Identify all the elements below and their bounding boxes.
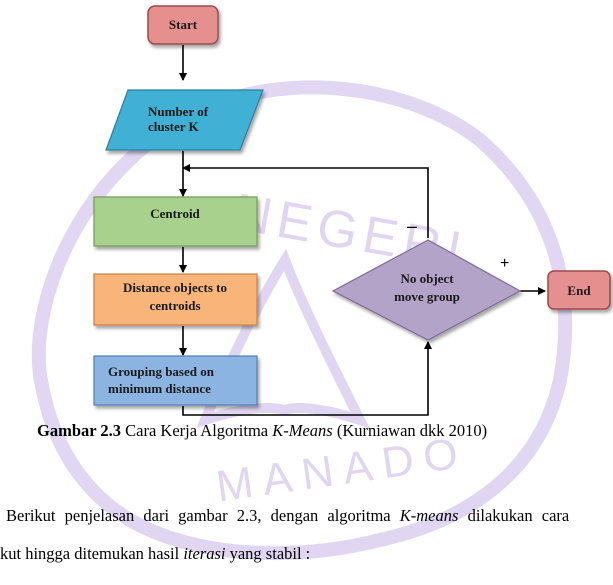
plus-label: + (500, 255, 509, 272)
start-node-shape (147, 5, 219, 45)
start-node: Start (147, 5, 219, 45)
paragraph-line-1-after: dilakukan cara (458, 506, 570, 525)
distance-node: Distance objects to centroids (93, 273, 258, 326)
paragraph-line-1-before: Berikut penjelasan dari gambar 2.3, deng… (6, 506, 400, 525)
paragraph-line-2-before: kut hingga ditemukan hasil (0, 544, 184, 563)
decision-label-line1: No object (400, 271, 454, 286)
figure-caption: Gambar 2.3 Cara Kerja Algoritma K-Means … (37, 421, 487, 441)
paragraph-line-1-term: K-means (399, 506, 459, 525)
caption-term: K-Means (272, 421, 333, 440)
centroid-node: Centroid (93, 196, 258, 247)
caption-label: Gambar 2.3 (37, 421, 122, 440)
arrow-grouping-to-decision (182, 341, 432, 416)
caption-text-before: Cara Kerja Algoritma (121, 421, 273, 440)
grouping-label-line1: Grouping based on (108, 364, 215, 379)
arrow-decision-no-loop (182, 164, 429, 238)
paragraph-line-2: kut hingga ditemukan hasil iterasi yang … (0, 544, 310, 564)
distance-label-line1: Distance objects to (123, 280, 227, 295)
input-label-line2: cluster K (148, 119, 200, 134)
distance-node-shape (93, 273, 258, 326)
centroid-node-shape (93, 196, 258, 247)
paragraph-line-2-after: yang stabil : (225, 544, 311, 563)
grouping-node-shape (93, 355, 258, 406)
paragraph-line-1: Berikut penjelasan dari gambar 2.3, deng… (6, 506, 606, 526)
distance-label-line2: centroids (149, 298, 200, 313)
grouping-label-line2: minimum distance (108, 381, 211, 396)
minus-label: – (407, 216, 417, 236)
caption-text-after: (Kurniawan dkk 2010) (332, 421, 488, 440)
input-label-line1: Number of (148, 104, 209, 119)
centroid-label: Centroid (150, 206, 200, 221)
connectors (179, 45, 546, 416)
grouping-node: Grouping based on minimum distance (93, 355, 258, 406)
decision-node: No object move group – + (331, 216, 522, 341)
input-node: Number of cluster K (105, 89, 264, 151)
start-label: Start (169, 17, 198, 32)
input-node-shape (105, 89, 264, 151)
decision-node-shape (331, 239, 522, 341)
end-node: End (547, 270, 611, 310)
decision-label-line2: move group (394, 289, 460, 304)
end-node-shape (547, 270, 611, 310)
end-label: End (567, 283, 591, 298)
paragraph-line-2-term: iterasi (183, 544, 226, 563)
